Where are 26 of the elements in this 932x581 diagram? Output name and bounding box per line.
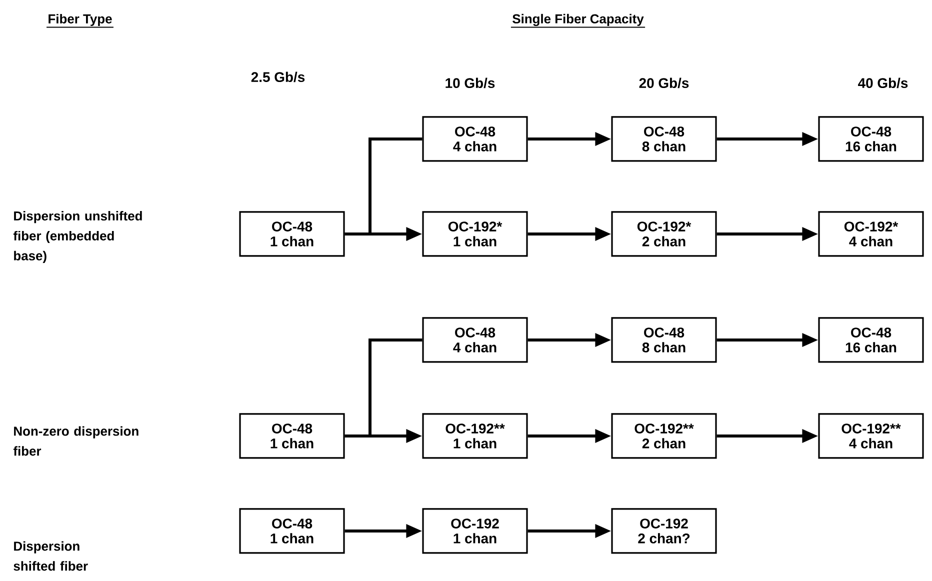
channel-box: OC-48 1 chan bbox=[239, 508, 345, 554]
speed-label: 2.5 Gb/s bbox=[251, 72, 305, 82]
channel-box: OC-48 8 chan bbox=[611, 116, 717, 162]
channel-box: OC-48 16 chan bbox=[818, 116, 924, 162]
channel-box: OC-48 16 chan bbox=[818, 317, 924, 363]
channel-box: OC-192** 2 chan bbox=[611, 413, 717, 459]
channel-box: OC-192 2 chan? bbox=[611, 508, 717, 554]
channel-box: OC-192* 2 chan bbox=[611, 211, 717, 257]
channel-box: OC-192* 4 chan bbox=[818, 211, 924, 257]
fiber-type-label: Non-zero dispersion fiber bbox=[13, 426, 138, 456]
channel-box: OC-192** 1 chan bbox=[422, 413, 528, 459]
speed-label: 40 Gb/s bbox=[858, 78, 908, 88]
column-heading: Single Fiber Capacity bbox=[510, 14, 646, 28]
channel-box: OC-48 1 chan bbox=[239, 211, 345, 257]
channel-box: OC-48 4 chan bbox=[422, 317, 528, 363]
channel-box: OC-48 4 chan bbox=[422, 116, 528, 162]
fiber-type-label: Dispersion shifted fiber bbox=[14, 541, 88, 571]
channel-box: OC-192* 1 chan bbox=[422, 211, 528, 257]
fiber-type-label: Dispersion unshifted fiber (embedded base) bbox=[13, 211, 142, 263]
column-heading: Fiber Type bbox=[46, 14, 114, 28]
channel-box: OC-192 1 chan bbox=[422, 508, 528, 554]
channel-box: OC-192** 4 chan bbox=[818, 413, 924, 459]
speed-label: 10 Gb/s bbox=[446, 78, 495, 88]
channel-box: OC-48 1 chan bbox=[239, 413, 345, 459]
channel-box: OC-48 8 chan bbox=[611, 317, 717, 363]
speed-label: 20 Gb/s bbox=[639, 78, 689, 88]
